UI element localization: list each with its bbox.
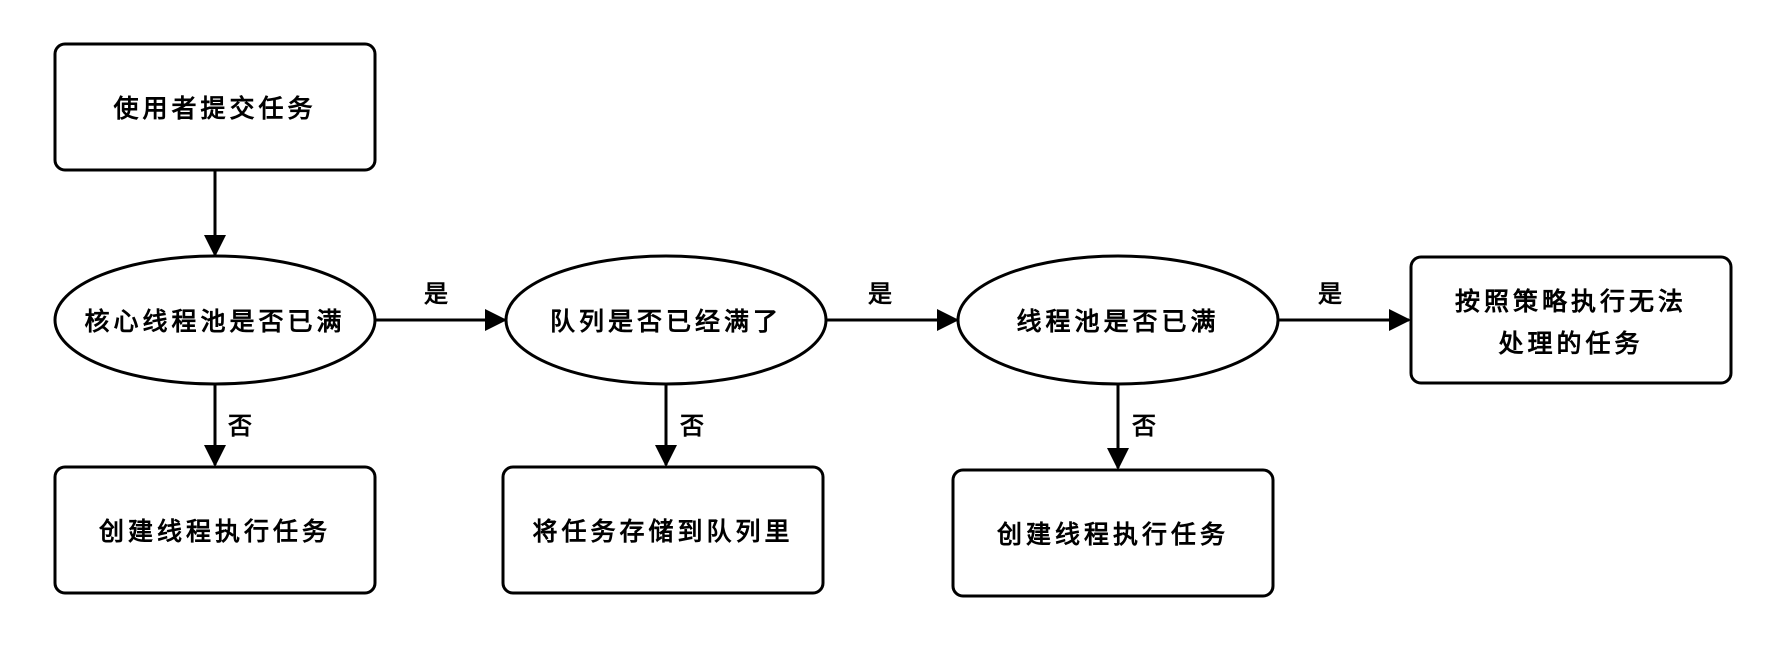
node-reject-line1: 按照策略执行无法: [1455, 287, 1687, 316]
node-enqueue-task: 将任务存储到队列里: [501, 465, 825, 595]
node-core-pool-full-label: 核心线程池是否已满: [84, 307, 345, 336]
node-pool-full-label: 线程池是否已满: [1016, 307, 1219, 336]
edge-label-no-1: 否: [227, 411, 252, 440]
node-create-pool-thread-label: 创建线程执行任务: [996, 520, 1229, 549]
edge-label-no-2: 否: [679, 411, 704, 440]
node-queue-full-label: 队列是否已经满了: [550, 307, 782, 336]
edge-label-yes-1: 是: [424, 279, 448, 308]
node-core-pool-full: 核心线程池是否已满: [53, 254, 377, 386]
node-queue-full: 队列是否已经满了: [504, 254, 828, 386]
node-submit-task-label: 使用者提交任务: [112, 94, 316, 123]
node-submit-task: 使用者提交任务: [53, 42, 377, 172]
node-create-pool-thread: 创建线程执行任务: [951, 468, 1275, 598]
edge-label-yes-2: 是: [868, 279, 892, 308]
edge-label-yes-3: 是: [1318, 279, 1342, 308]
node-enqueue-task-label: 将任务存储到队列里: [532, 517, 793, 546]
node-reject-by-policy: 按照策略执行无法 处理的任务: [1409, 255, 1733, 385]
node-create-core-thread-label: 创建线程执行任务: [98, 517, 331, 546]
node-reject-line2: 处理的任务: [1497, 329, 1643, 358]
node-pool-full: 线程池是否已满: [956, 254, 1280, 386]
edge-label-no-3: 否: [1131, 411, 1156, 440]
node-create-core-thread: 创建线程执行任务: [53, 465, 377, 595]
